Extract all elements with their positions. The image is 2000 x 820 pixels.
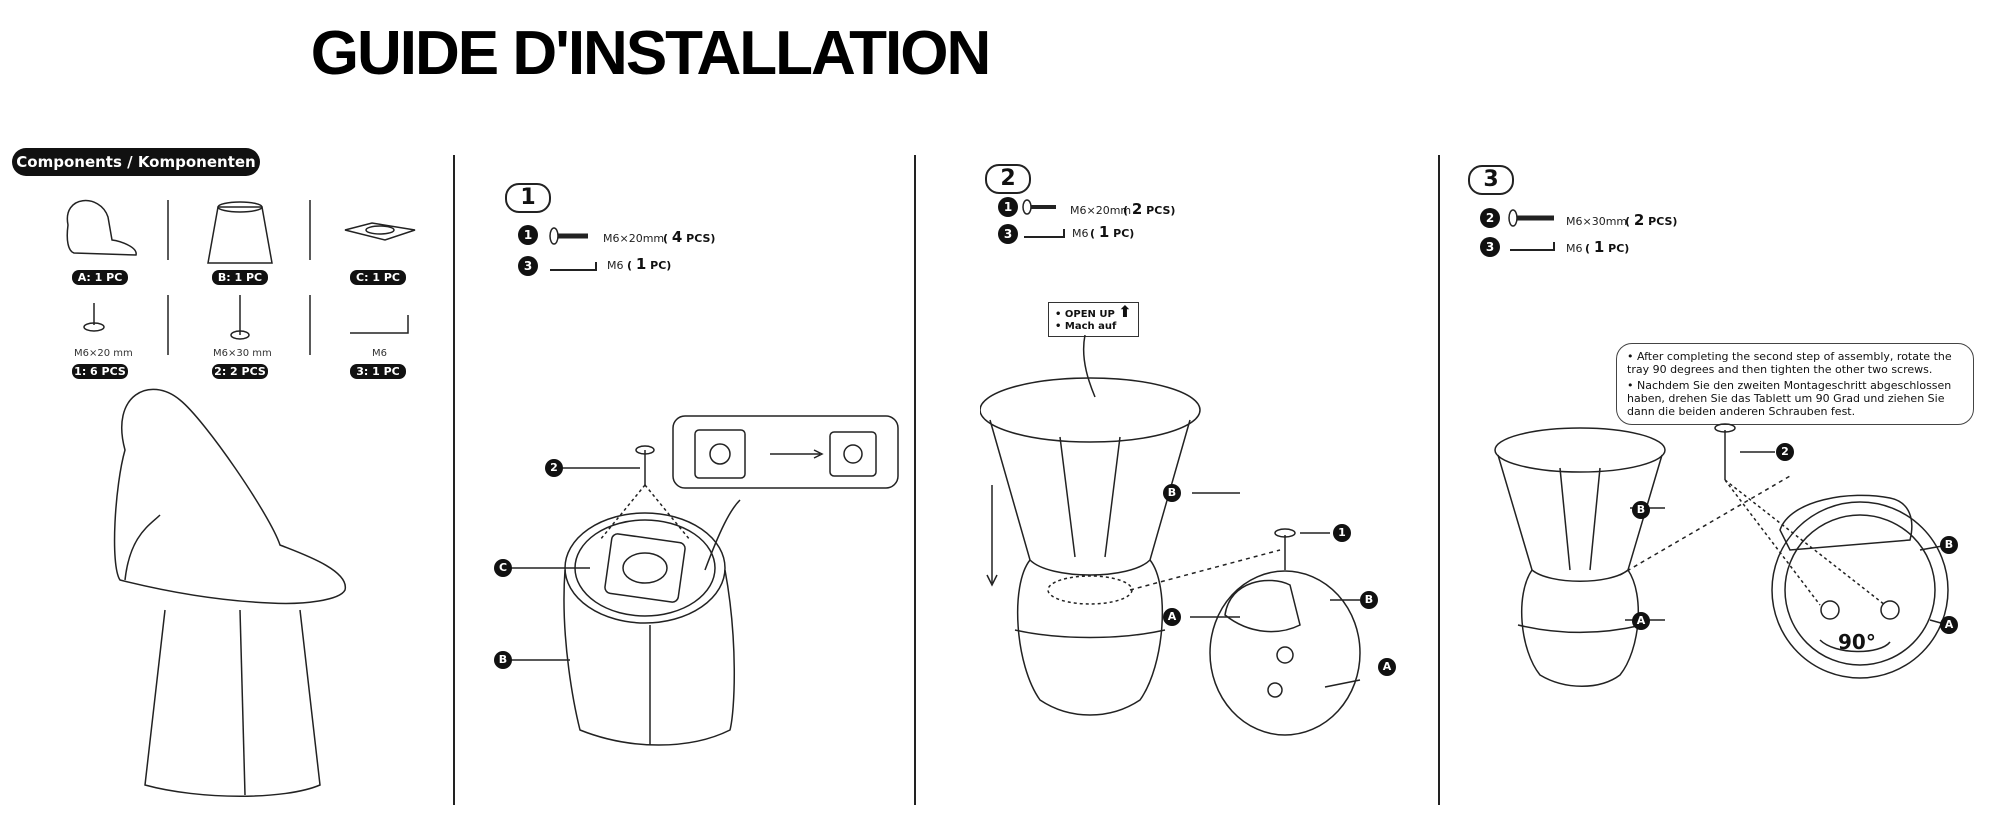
component-badge-1: 1: 6 PCS: [72, 364, 128, 379]
component-spec-1: M6×20 mm: [74, 348, 133, 359]
step-1-part-qty: ( 1 PC): [627, 255, 672, 273]
callout-label: B: [1940, 536, 1958, 554]
step-3-part-spec: M6: [1566, 242, 1583, 255]
components-header: Components / Komponenten: [12, 148, 260, 176]
open-up-label: • OPEN UP ⬆ • Mach auf: [1048, 302, 1139, 337]
hex-key-icon: [550, 262, 597, 271]
note-de: • Nachdem Sie den zweiten Montageschritt…: [1627, 379, 1952, 418]
component-badge-3: 3: 1 PC: [350, 364, 406, 379]
component-badge-2: 2: 2 PCS: [212, 364, 268, 379]
component-spec-2: M6×30 mm: [213, 348, 272, 359]
step-2-part-num: 1: [998, 197, 1018, 217]
step-3-part-spec: M6×30mm: [1566, 215, 1628, 228]
step-1-illustration: [510, 415, 899, 746]
callout-label: A: [1940, 616, 1958, 634]
step-1-number: 1: [505, 183, 551, 213]
callout-label: A: [1378, 658, 1396, 676]
callout-label: B: [1360, 591, 1378, 609]
divider: [453, 155, 455, 805]
step-3-part-qty: ( 2 PCS): [1625, 211, 1678, 229]
step-1-part-qty: ( 4 PCS): [663, 228, 716, 246]
hex-key-icon: [1024, 229, 1065, 238]
screw-icon: [1022, 199, 1056, 215]
step-1-part-spec: M6: [607, 259, 624, 272]
step-3-number: 3: [1468, 165, 1514, 195]
note-en: • After completing the second step of as…: [1627, 350, 1952, 376]
step-2-illustration: [980, 335, 1361, 736]
component-badge-b: B: 1 PC: [212, 270, 268, 285]
hex-key-icon: [1510, 242, 1555, 251]
step-3-part-num: 2: [1480, 208, 1500, 228]
step-2-part-spec: M6: [1072, 227, 1089, 240]
callout-label: C: [494, 559, 512, 577]
open-up-text: • OPEN UP ⬆: [1055, 302, 1132, 321]
step-2-part-qty: ( 2 PCS): [1123, 200, 1176, 218]
step-3-illustration: [1494, 423, 1949, 687]
screw-icon: [549, 227, 588, 245]
divider: [914, 155, 916, 805]
callout-label: 1: [1333, 524, 1351, 542]
step-2-part-num: 3: [998, 224, 1018, 244]
step-1-part-spec: M6×20mm: [603, 232, 665, 245]
component-badge-a: A: 1 PC: [72, 270, 128, 285]
open-up-text: • Mach auf: [1055, 321, 1117, 332]
step-2-part-qty: ( 1 PC): [1090, 223, 1135, 241]
step-3-part-num: 3: [1480, 237, 1500, 257]
components-illustrations: [66, 200, 416, 797]
component-badge-c: C: 1 PC: [350, 270, 406, 285]
step-2-part-spec: M6×20mm: [1070, 204, 1132, 217]
step-2-number: 2: [985, 164, 1031, 194]
step-1-part-num: 1: [518, 225, 538, 245]
rotation-angle: 90°: [1838, 630, 1876, 654]
callout-label: A: [1163, 608, 1181, 626]
step-3-part-qty: ( 1 PC): [1585, 238, 1630, 256]
page-title: GUIDE D'INSTALLATION: [310, 19, 992, 88]
divider: [1438, 155, 1440, 805]
screw-icon: [1508, 209, 1554, 227]
callout-label: 2: [545, 459, 563, 477]
component-spec-3: M6: [372, 348, 387, 359]
callout-label: B: [1632, 501, 1650, 519]
callout-label: A: [1632, 612, 1650, 630]
rotation-note: • After completing the second step of as…: [1616, 343, 1974, 425]
callout-label: B: [1163, 484, 1181, 502]
callout-label: 2: [1776, 443, 1794, 461]
callout-label: B: [494, 651, 512, 669]
step-1-part-num: 3: [518, 256, 538, 276]
